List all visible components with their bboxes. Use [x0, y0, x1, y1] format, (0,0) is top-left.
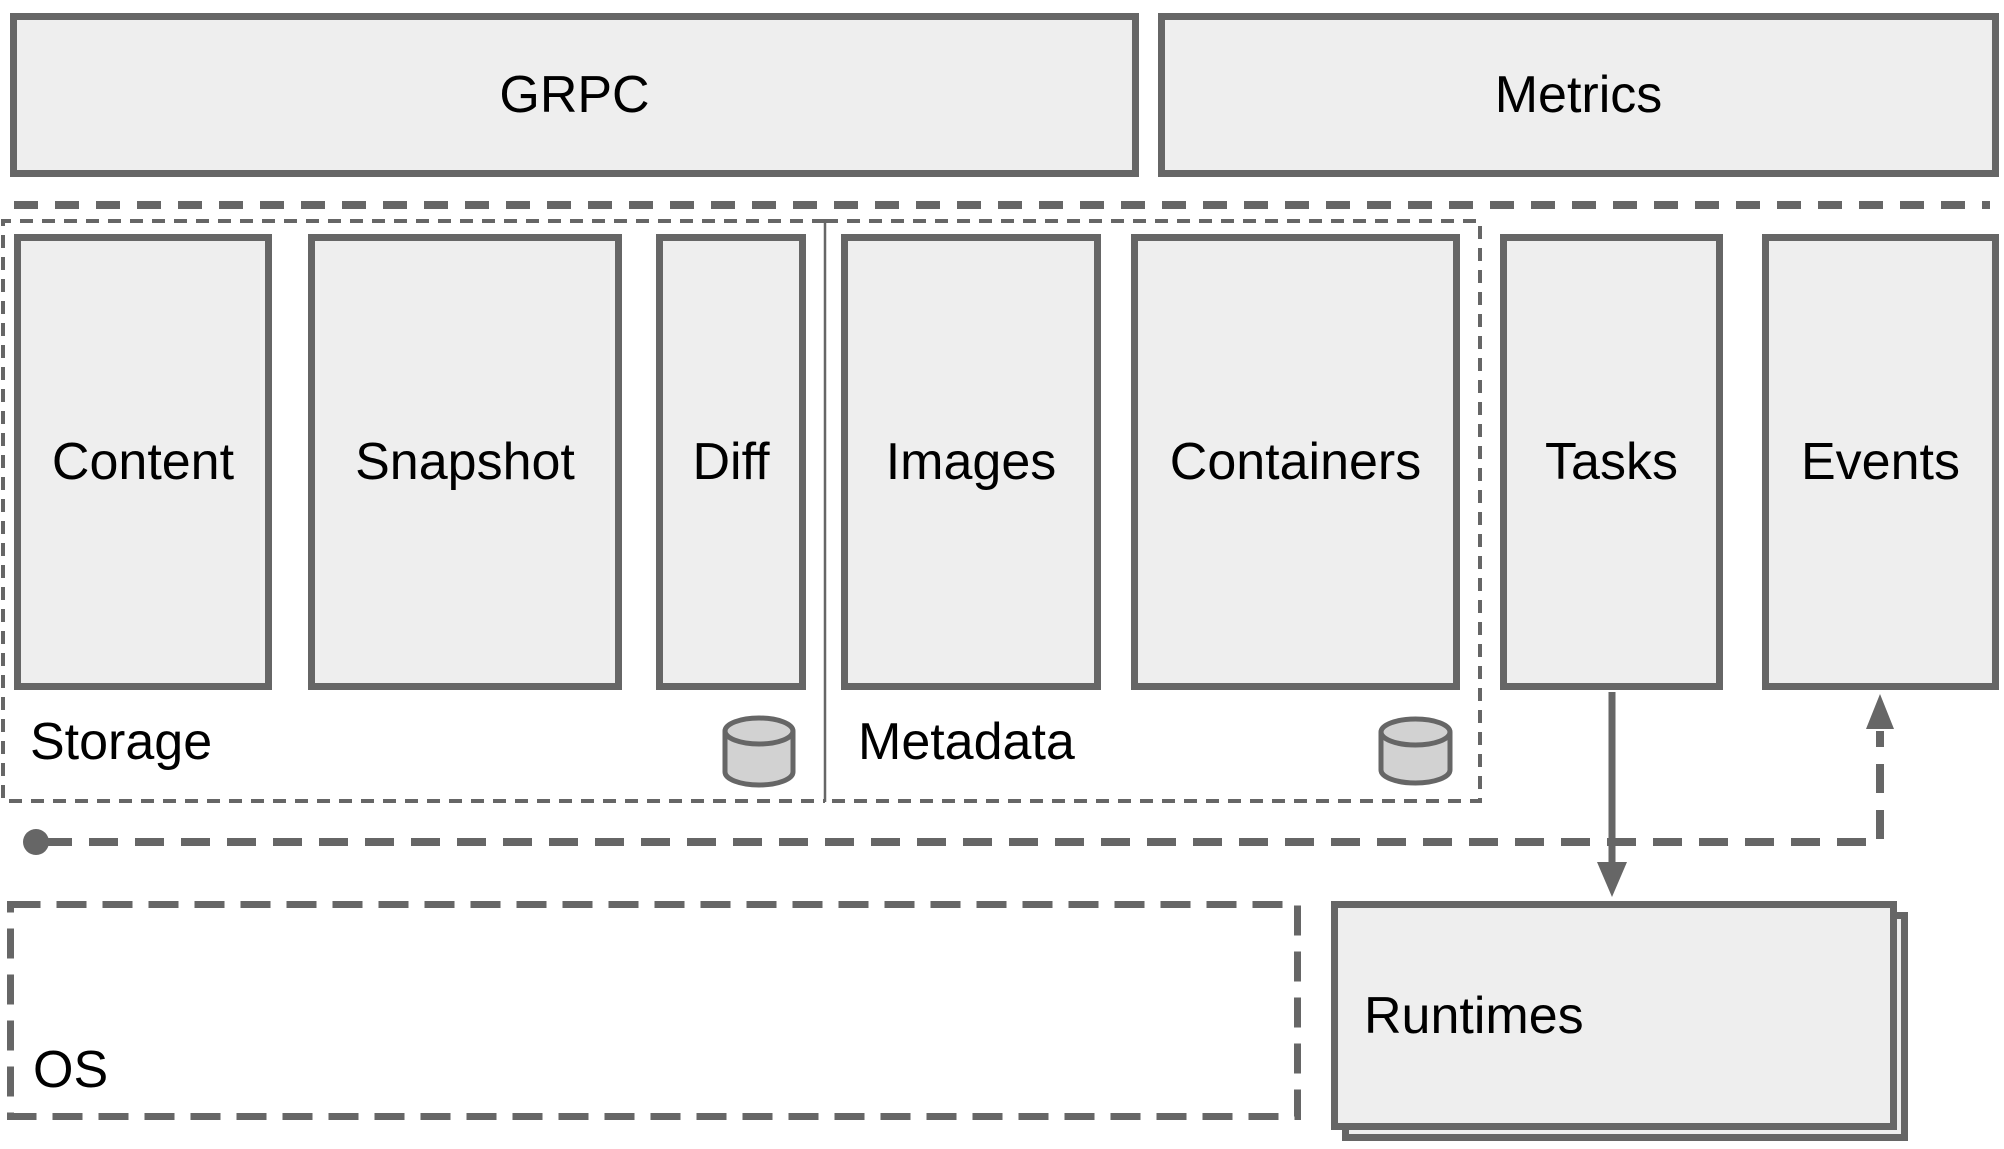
- grpc-box: GRPC: [10, 13, 1139, 177]
- connector-start-dot: [23, 829, 49, 855]
- snapshot-label: Snapshot: [355, 433, 575, 491]
- grpc-label: GRPC: [499, 66, 650, 124]
- runtimes-label: Runtimes: [1364, 986, 1584, 1045]
- containers-service-box: Containers: [1131, 234, 1460, 690]
- events-service-box: Events: [1762, 234, 1999, 690]
- content-label: Content: [51, 433, 235, 491]
- metrics-box: Metrics: [1158, 13, 1999, 177]
- content-service-box: Content: [14, 234, 272, 690]
- database-icon: [1378, 716, 1453, 786]
- events-label: Events: [1801, 433, 1960, 491]
- tasks-service-box: Tasks: [1500, 234, 1723, 690]
- arrow-down-icon: [1597, 862, 1627, 897]
- containers-label: Containers: [1169, 433, 1422, 491]
- database-icon: [722, 715, 796, 788]
- os-label: OS: [33, 1041, 109, 1099]
- tasks-label: Tasks: [1545, 433, 1678, 491]
- runtimes-box: Runtimes: [1331, 901, 1897, 1130]
- images-service-box: Images: [841, 234, 1101, 690]
- snapshot-service-box: Snapshot: [308, 234, 622, 690]
- diff-service-box: Diff: [656, 234, 806, 690]
- storage-group: [1, 219, 825, 803]
- events-connector-line: [43, 731, 1884, 846]
- diff-label: Diff: [692, 433, 770, 491]
- os-box: [7, 901, 1301, 1120]
- arrow-up-icon: [1866, 694, 1894, 729]
- metrics-label: Metrics: [1494, 66, 1663, 124]
- metadata-group: [825, 219, 1482, 803]
- storage-group-label: Storage: [30, 713, 213, 771]
- images-label: Images: [885, 433, 1057, 491]
- metadata-group-label: Metadata: [858, 713, 1075, 771]
